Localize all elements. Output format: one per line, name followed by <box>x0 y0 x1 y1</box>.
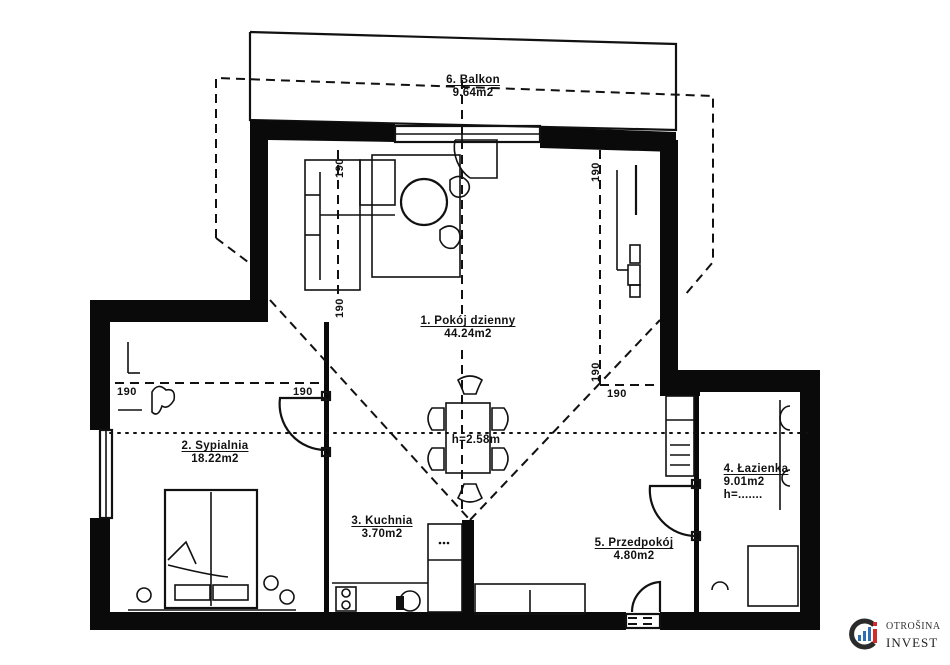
room-label-bedroom: 2. Sypialnia 18.22m2 <box>182 440 249 466</box>
bedroom-furniture <box>118 342 296 611</box>
dim-bedroom-right: 190 <box>293 386 313 398</box>
dim-bedroom-left: 190 <box>117 386 137 398</box>
room-name: 1. Pokój dzienny <box>420 315 516 327</box>
room-label-living: 1. Pokój dzienny 44.24m2 <box>421 315 516 341</box>
kitchen-furniture <box>332 523 586 615</box>
company-logo: OTROŠINA INVEST <box>848 615 948 653</box>
room-name: 5. Przedpokój <box>594 537 674 549</box>
walls <box>90 120 820 630</box>
doors <box>278 139 702 613</box>
room-name: 6. Balkon <box>446 74 500 86</box>
room-height: h=....... <box>723 489 763 501</box>
room-name: 3. Kuchnia <box>351 515 413 527</box>
ceiling-height-label: h=2.58m <box>451 434 501 446</box>
balcony-outline <box>215 30 714 296</box>
room-area: 3.70m2 <box>361 528 403 540</box>
logo-text-line2: INVEST <box>886 635 939 650</box>
room-label-kitchen: 3. Kuchnia 3.70m2 <box>351 515 412 541</box>
living-furniture <box>304 154 641 503</box>
dim-living-right-bottom: 190 <box>590 362 602 382</box>
room-label-bathroom: 4. Łazienka 9.01m2 h=....... <box>724 463 789 502</box>
room-area: 9.01m2 <box>723 476 765 488</box>
dim-living-right-top: 190 <box>590 162 602 182</box>
room-area: 44.24m2 <box>444 328 492 340</box>
room-label-hall: 5. Przedpokój 4.80m2 <box>595 537 674 563</box>
logo-text-line1: OTROŠINA <box>886 621 941 632</box>
room-name: 4. Łazienka <box>723 463 789 475</box>
dim-living-right-horizontal: 190 <box>607 388 627 400</box>
room-area: 4.80m2 <box>613 550 655 562</box>
hall-furniture <box>665 395 799 607</box>
room-name: 2. Sypialnia <box>181 440 249 452</box>
dim-living-left-top: 190 <box>334 158 346 178</box>
room-area: 18.22m2 <box>191 453 239 465</box>
dim-living-left-bottom: 190 <box>334 298 346 318</box>
windows <box>98 124 662 630</box>
room-area: 9.64m2 <box>452 87 494 99</box>
room-label-balcony: 6. Balkon 9.64m2 <box>446 74 500 100</box>
logo-mark-icon <box>849 618 877 650</box>
